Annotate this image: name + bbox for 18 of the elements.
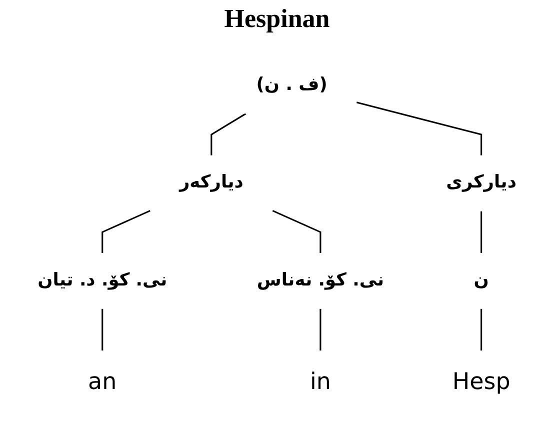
node-text: نی. کۆ. د. تیان bbox=[38, 270, 168, 291]
connector bbox=[210, 112, 246, 156]
diagram-title: Hespinan bbox=[224, 4, 330, 34]
connector bbox=[102, 308, 104, 351]
connector bbox=[272, 210, 322, 253]
connector bbox=[102, 210, 151, 253]
connector bbox=[320, 308, 322, 351]
connector bbox=[480, 211, 482, 253]
node-text: Hesp bbox=[452, 369, 510, 396]
node-text: ن bbox=[474, 270, 489, 291]
node-text: دیارکەر bbox=[179, 172, 244, 193]
node-text: (ف . ن) bbox=[256, 74, 328, 96]
node-text: in bbox=[310, 369, 331, 396]
node-text: an bbox=[88, 369, 117, 396]
connector bbox=[480, 308, 482, 351]
connector bbox=[356, 102, 482, 156]
node-text: دیارکری bbox=[446, 172, 516, 193]
node-text: نی. کۆ. نەناس bbox=[256, 270, 384, 291]
